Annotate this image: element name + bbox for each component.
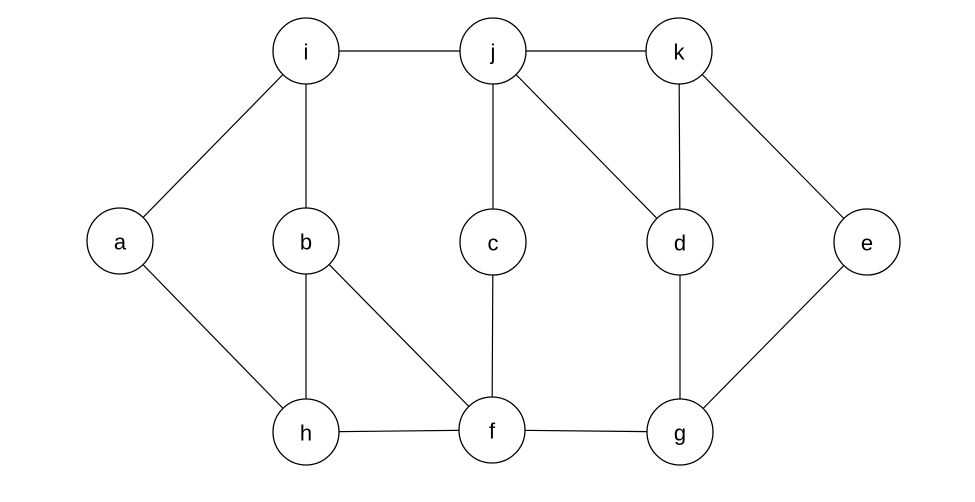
node-circle-e (833, 208, 901, 276)
edge-e-g (679, 241, 868, 433)
node-label-j: j (490, 40, 496, 65)
node-circle-i (272, 17, 340, 85)
edge-j-d (492, 50, 681, 243)
node-circle-k (645, 17, 713, 85)
node-i: i (272, 17, 340, 85)
node-k: k (645, 17, 713, 85)
node-g: g (646, 398, 714, 466)
node-label-a: a (114, 230, 127, 255)
node-d: d (646, 208, 714, 276)
node-label-h: h (300, 421, 312, 446)
node-f: f (458, 396, 526, 464)
node-circle-c (459, 208, 527, 276)
node-label-i: i (304, 40, 309, 65)
edge-b-f (305, 240, 493, 431)
node-circle-h (272, 398, 340, 466)
node-circle-j (459, 17, 527, 85)
node-label-b: b (300, 230, 312, 255)
node-label-d: d (674, 231, 686, 256)
node-label-g: g (674, 421, 686, 446)
node-a: a (86, 207, 154, 275)
node-label-k: k (674, 40, 686, 65)
node-label-c: c (488, 231, 499, 256)
node-circle-f (458, 396, 526, 464)
node-circle-d (646, 208, 714, 276)
node-label-e: e (861, 231, 873, 256)
node-j: j (459, 17, 527, 85)
node-e: e (833, 208, 901, 276)
node-h: h (272, 398, 340, 466)
node-c: c (459, 208, 527, 276)
node-label-f: f (489, 419, 496, 444)
node-circle-b (272, 207, 340, 275)
node-circle-g (646, 398, 714, 466)
edge-a-i (119, 50, 307, 242)
edge-a-h (119, 240, 307, 433)
node-b: b (272, 207, 340, 275)
nodes-layer: i j k a b c d e h f g (86, 17, 901, 466)
node-circle-a (86, 207, 154, 275)
edge-k-e (678, 50, 868, 243)
